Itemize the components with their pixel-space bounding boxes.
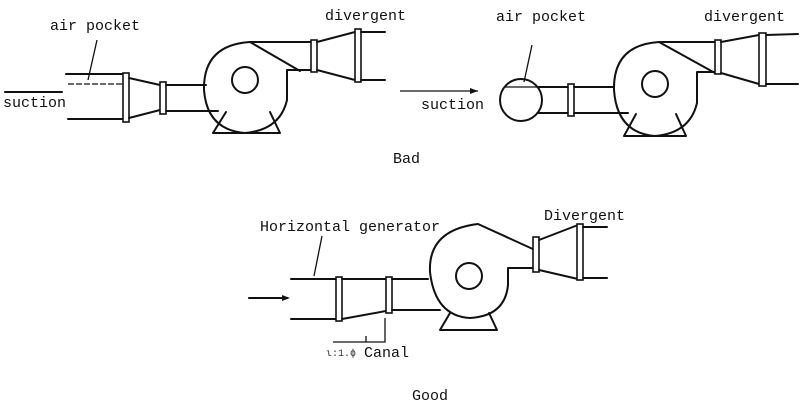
good-diagram: Horizontal generator Divergent ι:1.ϕ Can… [248, 208, 625, 362]
canal-dimension-bracket [333, 318, 386, 343]
flange [567, 83, 575, 117]
bad-diagram-1: air pocket divergent suction [3, 8, 406, 134]
reducer-top [128, 77, 161, 86]
flange [354, 28, 362, 83]
label-divergent: divergent [704, 9, 785, 26]
flange [310, 39, 318, 73]
divergent-bottom [720, 72, 760, 85]
flange [159, 81, 167, 115]
label-slope-ratio: ι:1.ϕ [326, 348, 356, 360]
caption-good: Good [412, 388, 448, 405]
suction-arrow-head [470, 88, 478, 94]
label-horizontal-generator: Horizontal generator [260, 219, 440, 236]
pump-base [212, 111, 281, 134]
pump-impeller-eye [231, 66, 259, 94]
air-pocket-leader [523, 44, 533, 83]
reducer-bottom [341, 310, 387, 320]
flange [385, 276, 393, 314]
divergent-top [720, 34, 760, 43]
pump-volute [612, 41, 716, 137]
pump-volute [202, 41, 311, 134]
divergent-bottom [316, 69, 356, 81]
inlet-arrow-head [282, 295, 290, 301]
discharge-pipe-top [765, 33, 799, 36]
flange [576, 223, 584, 281]
divergent-top [316, 31, 356, 43]
pump-volute [428, 223, 536, 319]
flange [335, 276, 343, 322]
divergent-bottom [538, 269, 579, 280]
pump-impeller-eye [641, 70, 669, 98]
elbow-air-pocket [499, 78, 543, 122]
flange [714, 39, 722, 75]
flange [122, 72, 130, 123]
pump-base [623, 113, 687, 137]
label-divergent: divergent [325, 8, 406, 25]
pump-impeller-eye [455, 262, 483, 290]
flange [758, 32, 767, 87]
pump-base [439, 312, 498, 331]
label-suction: suction [3, 95, 66, 112]
air-pocket-leader [87, 39, 98, 81]
label-air-pocket: air pocket [496, 9, 586, 26]
reducer-bottom [128, 109, 161, 119]
divergent-top [538, 224, 579, 241]
bad-diagram-2: air pocket divergent suction [400, 9, 799, 137]
horizontal-generator-leader [313, 235, 323, 277]
label-suction: suction [421, 97, 484, 114]
caption-bad: Bad [393, 151, 420, 168]
label-canal: Canal [364, 345, 409, 362]
label-divergent: Divergent [544, 208, 625, 225]
flange [532, 236, 540, 273]
label-air-pocket: air pocket [50, 18, 140, 35]
